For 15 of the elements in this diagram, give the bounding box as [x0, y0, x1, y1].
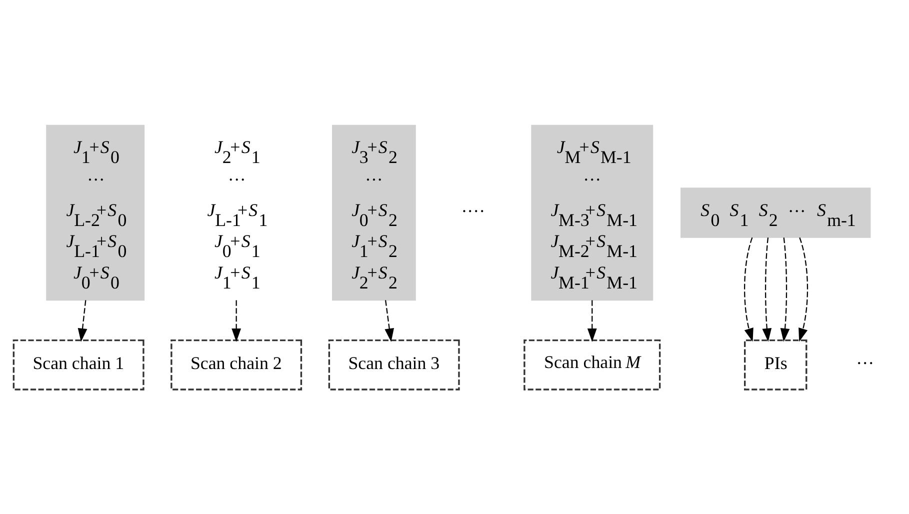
arrow: [744, 236, 754, 342]
arrow: [384, 300, 394, 342]
arrow: [587, 300, 597, 342]
node-box: Scan chain M: [524, 338, 661, 390]
node-box: Scan chain 3: [328, 338, 460, 390]
arrow: [798, 236, 808, 342]
arrow: [762, 237, 772, 342]
node-box: Scan chain 1: [12, 338, 144, 390]
label: ···: [856, 352, 874, 373]
arrow: [78, 300, 88, 342]
label: ····: [461, 200, 486, 220]
node-box: Scan chain 2: [170, 338, 302, 390]
arrow: [232, 300, 242, 342]
node-box: PIs: [744, 338, 808, 390]
arrow: [780, 237, 790, 342]
